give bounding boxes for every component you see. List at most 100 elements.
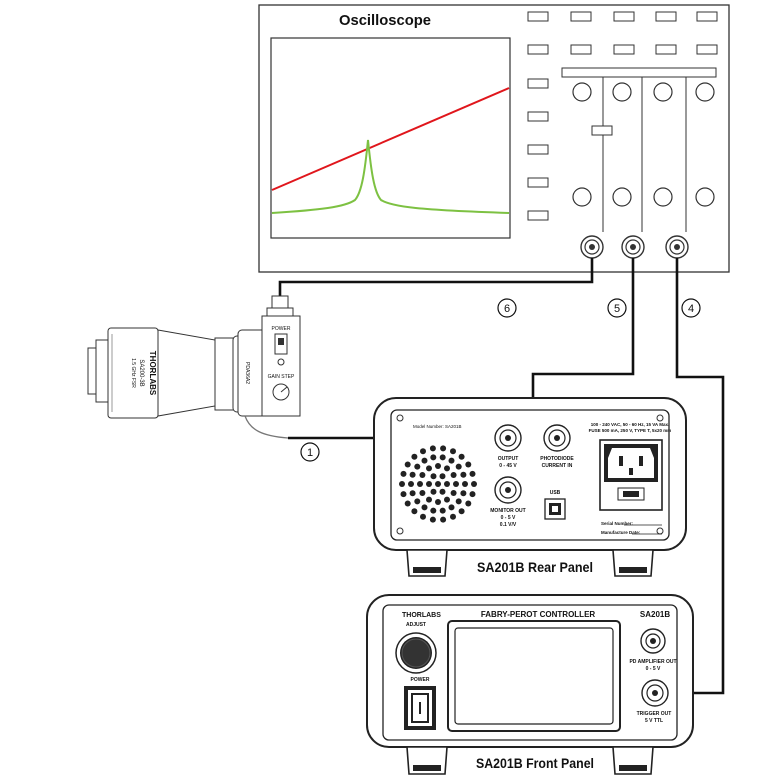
peak-trace [271, 139, 510, 214]
scope-button[interactable] [527, 11, 549, 22]
scope-button[interactable] [655, 11, 677, 22]
rear-panel: Model Number: SA201B 100 - 240 VAC, 50 -… [373, 397, 687, 577]
scope-button[interactable] [570, 44, 592, 55]
grille-hole [458, 508, 465, 515]
grille-hole [420, 448, 426, 455]
usb-port[interactable] [544, 498, 566, 520]
scope-bnc-input-3[interactable] [665, 235, 689, 259]
output-bnc[interactable] [494, 424, 522, 452]
grille-hole [450, 472, 457, 478]
interferometer-range: 1.5 GHz FSR [130, 358, 136, 388]
control-bar [561, 67, 717, 78]
grille-hole [444, 496, 450, 503]
scope-button[interactable] [696, 11, 718, 22]
scope-knob[interactable] [612, 82, 632, 102]
grille-hole [429, 516, 436, 523]
front-panel: THORLABS FABRY-PEROT CONTROLLER SA201B A… [366, 594, 694, 775]
svg-text:1: 1 [307, 447, 313, 459]
power-switch[interactable] [404, 686, 436, 730]
photodiode-label: PHOTODIODE [540, 456, 574, 462]
interferometer: THORLABS SA200-3B 1.5 GHz FSR [87, 327, 236, 419]
grille-hole [450, 490, 457, 496]
scope-knob[interactable] [572, 82, 592, 102]
pd-amplifier-bnc[interactable] [640, 628, 666, 654]
selector-button[interactable] [591, 125, 613, 136]
trigger-range: 5 V TTL [645, 718, 663, 724]
scope-knob[interactable] [653, 187, 673, 207]
photodetector: PDA36A2 POWER GAIN STEP [232, 295, 301, 439]
grille-hole [409, 490, 416, 497]
grille-hole [404, 461, 411, 468]
trigger-label: TRIGGER OUT [637, 711, 672, 717]
grille-hole [462, 481, 468, 487]
cable-6 [278, 258, 594, 300]
grille-hole [448, 457, 455, 464]
scope-knob[interactable] [653, 82, 673, 102]
detector-gain-label: GAIN STEP [268, 374, 295, 380]
grille-hole [409, 471, 416, 478]
grille-hole [399, 481, 405, 487]
usb-label: USB [550, 490, 561, 496]
grille-hole [421, 504, 428, 511]
grille-hole [448, 504, 455, 511]
scope-button[interactable] [527, 210, 549, 221]
fan-grille [399, 445, 477, 523]
grille-hole [430, 488, 437, 495]
grille-hole [426, 481, 432, 487]
output-range: 0 - 45 V [499, 463, 517, 469]
grille-hole [439, 473, 446, 480]
grille-hole [444, 481, 450, 487]
front-brand: THORLABS [402, 612, 441, 619]
oscilloscope-buttons [527, 11, 718, 221]
monitor-scale: 0.1 V/V [500, 522, 517, 528]
grille-hole [430, 507, 437, 514]
scope-bnc-input-1[interactable] [580, 235, 604, 259]
monitor-label: MONITOR OUT [490, 508, 525, 514]
scope-button[interactable] [570, 11, 592, 22]
connection-label-5: 5 [607, 298, 627, 318]
scope-button[interactable] [527, 177, 549, 188]
rear-model-number: Model Number: SA201B [413, 424, 462, 429]
scope-button[interactable] [613, 11, 635, 22]
scope-knob[interactable] [695, 82, 715, 102]
photodiode-bnc[interactable] [543, 424, 571, 452]
scope-knob[interactable] [572, 187, 592, 207]
grille-hole [453, 481, 459, 487]
grille-hole [450, 448, 456, 455]
grille-hole [471, 481, 477, 487]
grille-hole [417, 481, 423, 487]
grille-hole [469, 470, 476, 477]
monitor-bnc[interactable] [494, 476, 522, 504]
scope-button[interactable] [696, 44, 718, 55]
connection-label-1: 1 [300, 442, 320, 462]
power-entry-module[interactable] [599, 439, 663, 511]
scope-button[interactable] [527, 111, 549, 122]
interferometer-model: SA200-3B [138, 359, 144, 386]
grille-hole [426, 465, 432, 472]
scope-button[interactable] [527, 144, 549, 155]
grille-hole [440, 516, 447, 523]
cable-4 [660, 258, 725, 695]
svg-text:6: 6 [504, 303, 510, 315]
grille-hole [404, 500, 411, 507]
scope-button[interactable] [613, 44, 635, 55]
grille-hole [444, 465, 450, 472]
grille-hole [440, 445, 447, 452]
scope-knob[interactable] [695, 187, 715, 207]
grille-hole [450, 513, 456, 520]
grille-hole [414, 463, 421, 470]
scope-bnc-input-2[interactable] [621, 235, 645, 259]
scope-button[interactable] [527, 78, 549, 89]
scope-knob[interactable] [612, 187, 632, 207]
adjust-knob[interactable] [395, 632, 437, 674]
scope-button[interactable] [527, 44, 549, 55]
connection-labels: 6 5 4 1 [300, 298, 701, 462]
scope-button[interactable] [655, 44, 677, 55]
grille-hole [400, 491, 407, 498]
detector-fiber [244, 415, 289, 439]
grille-hole [429, 445, 436, 452]
grille-hole [435, 463, 441, 469]
ramp-trace [271, 87, 510, 191]
trigger-out-bnc[interactable] [641, 679, 669, 707]
grille-hole [411, 453, 418, 460]
